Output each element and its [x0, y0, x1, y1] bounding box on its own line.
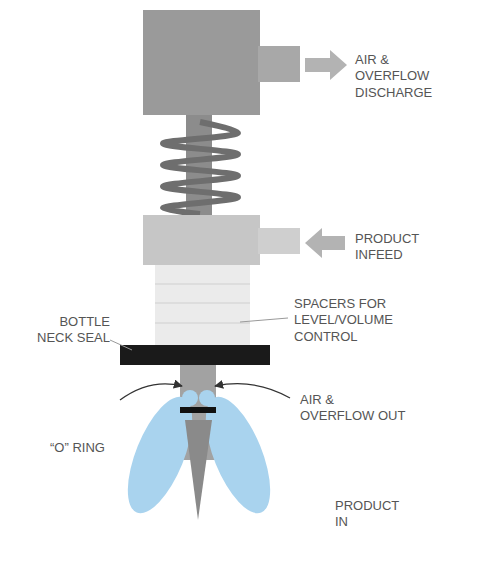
tube-cone: [185, 420, 212, 520]
product-in-label: PRODUCT IN: [335, 498, 415, 531]
seal-label: BOTTLE NECK SEAL: [22, 314, 110, 347]
flow-arrow: [215, 384, 290, 398]
o-ring-label: “O” RING: [50, 440, 106, 456]
flow-arrow: [305, 50, 347, 80]
spacer-label: SPACERS FOR LEVEL/VOLUME CONTROL: [294, 296, 414, 345]
product-flow: [182, 390, 198, 406]
flow-arrow: [120, 384, 182, 400]
leader-line: [110, 340, 132, 350]
spacer-line: [155, 284, 250, 285]
product-flow: [199, 390, 215, 406]
spacer-line: [155, 323, 250, 324]
bottle-neck-seal: [120, 345, 270, 365]
flow-arrow: [305, 228, 345, 258]
air-out-label: AIR & OVERFLOW OUT: [300, 392, 410, 425]
infeed-label: PRODUCT INFEED: [355, 231, 445, 264]
discharge-label: AIR & OVERFLOW DISCHARGE: [355, 52, 455, 101]
spring: [163, 122, 238, 214]
o-ring: [180, 407, 216, 413]
discharge-block: [143, 10, 260, 115]
leader-line: [240, 318, 288, 322]
spacer-stack: [155, 265, 250, 345]
spacer-line: [155, 303, 250, 304]
infeed-block: [143, 215, 260, 265]
infeed-port: [258, 228, 300, 254]
spring-coil: [163, 122, 238, 214]
discharge-port: [258, 46, 300, 82]
